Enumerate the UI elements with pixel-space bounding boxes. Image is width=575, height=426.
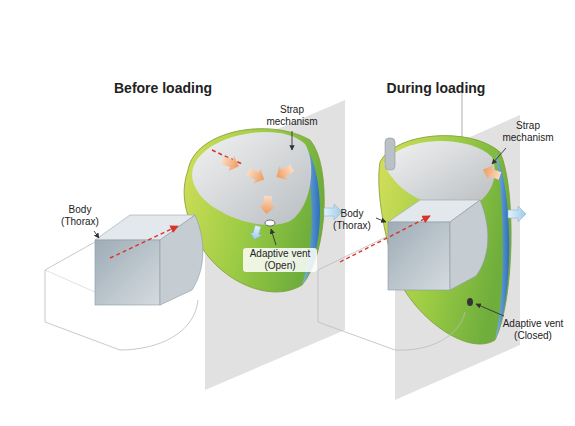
inflow-arrow [219,152,241,173]
airbag-interior [192,132,311,225]
part-label: Body (Thorax) [329,208,375,232]
part-label: Body (Thorax) [57,204,103,228]
part-label: Adaptive vent (Closed) [497,318,569,342]
leader-line [492,148,506,164]
inflow-arrow [480,162,502,183]
leader-line [271,229,276,245]
load-direction [110,226,178,258]
part-label: Strap mechanism [262,104,322,128]
vent-closed [467,298,473,306]
part-label: Adaptive vent (Open) [243,248,317,272]
leader-line [376,218,386,222]
body-path-outline [45,270,95,292]
outflow-arrow [508,206,526,222]
airbag-body [379,136,511,344]
outflow-arrow [324,204,342,220]
leader-line [94,231,99,238]
leader-line [292,131,293,150]
strap-cylinder [385,138,395,170]
airbag-vent-side [495,152,509,340]
inflow-arrow [245,165,268,187]
body-block-front [95,240,160,305]
body-block-side [450,200,488,290]
panel-heading: During loading [387,80,486,97]
airbag-interior [384,141,495,207]
airbag-body [184,129,324,292]
support-line [462,92,463,140]
body-block-side [160,215,203,305]
part-label: Strap mechanism [498,120,558,144]
leader-line [476,304,504,316]
outflow-arrow [249,224,264,241]
vent-open [265,220,275,226]
inflow-arrow [258,195,276,214]
panel-heading: Before loading [114,80,212,97]
inflow-arrow [272,161,296,184]
